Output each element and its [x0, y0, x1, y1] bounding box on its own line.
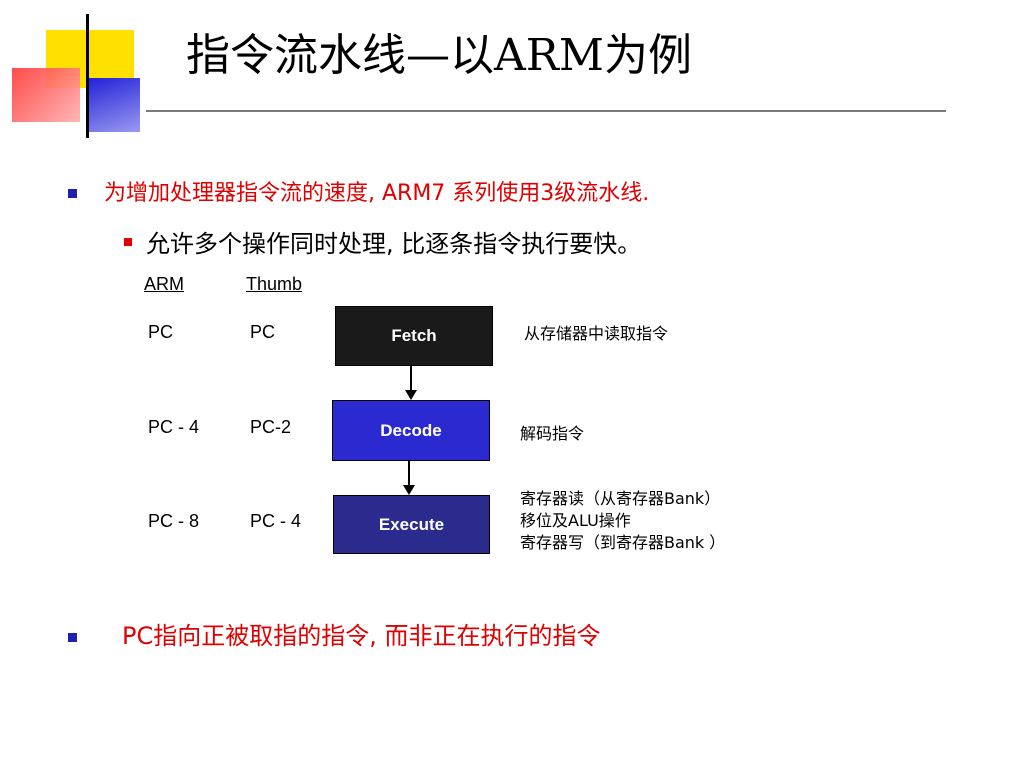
decor-red-square	[12, 68, 80, 122]
fetch-note-line: 从存储器中读取指令	[524, 324, 669, 343]
execute-arm-pc: PC - 8	[148, 511, 200, 531]
fetch-arm-pc: PC	[148, 322, 174, 342]
execute-note-line-1: 寄存器读（从寄存器Bank）	[520, 489, 721, 508]
bullet-marker-2	[68, 633, 77, 642]
execute-stage-box: Execute	[333, 495, 490, 554]
arrow-decode-execute-head	[403, 485, 415, 495]
header-arm: ARM	[144, 274, 184, 294]
slide-title: 指令流水线—以ARM为例	[186, 30, 692, 81]
execute-note-line-2: 移位及ALU操作	[520, 511, 631, 530]
fetch-thumb-pc: PC	[250, 322, 276, 342]
decor-vertical-line	[86, 14, 89, 138]
arrow-decode-execute-shaft	[408, 461, 410, 485]
decode-note: 解码指令	[520, 423, 584, 445]
execute-notes: 寄存器读（从寄存器Bank） 移位及ALU操作 寄存器写（到寄存器Bank ）	[520, 488, 725, 554]
execute-stage-label: Execute	[378, 514, 445, 534]
execute-thumb-pc: PC - 4	[250, 511, 302, 531]
arrow-fetch-decode-head	[405, 390, 417, 400]
sub-bullet-marker	[124, 238, 132, 246]
decode-stage-label: Decode	[380, 420, 442, 440]
fetch-stage-label: Fetch	[391, 326, 437, 345]
arrow-fetch-decode-shaft	[410, 366, 412, 390]
decode-note-line: 解码指令	[520, 424, 585, 443]
header-thumb: Thumb	[246, 274, 303, 294]
decode-stage-box: Decode	[332, 400, 490, 461]
decor-blue-square	[86, 78, 140, 132]
bullet-2-text: PC指向正被取指的指令, 而非正在执行的指令	[122, 622, 601, 650]
decode-arm-pc: PC - 4	[148, 417, 200, 437]
decode-thumb-pc: PC-2	[250, 417, 292, 437]
bullet-marker-1	[68, 189, 77, 198]
title-underline	[146, 110, 946, 112]
bullet-1-text: 为增加处理器指令流的速度, ARM7 系列使用3级流水线.	[104, 181, 650, 206]
fetch-stage-box: Fetch	[335, 306, 493, 366]
execute-note-line-3: 寄存器写（到寄存器Bank ）	[520, 533, 726, 552]
fetch-note: 从存储器中读取指令	[524, 323, 668, 345]
sub-bullet-text: 允许多个操作同时处理, 比逐条指令执行要快。	[146, 230, 642, 258]
